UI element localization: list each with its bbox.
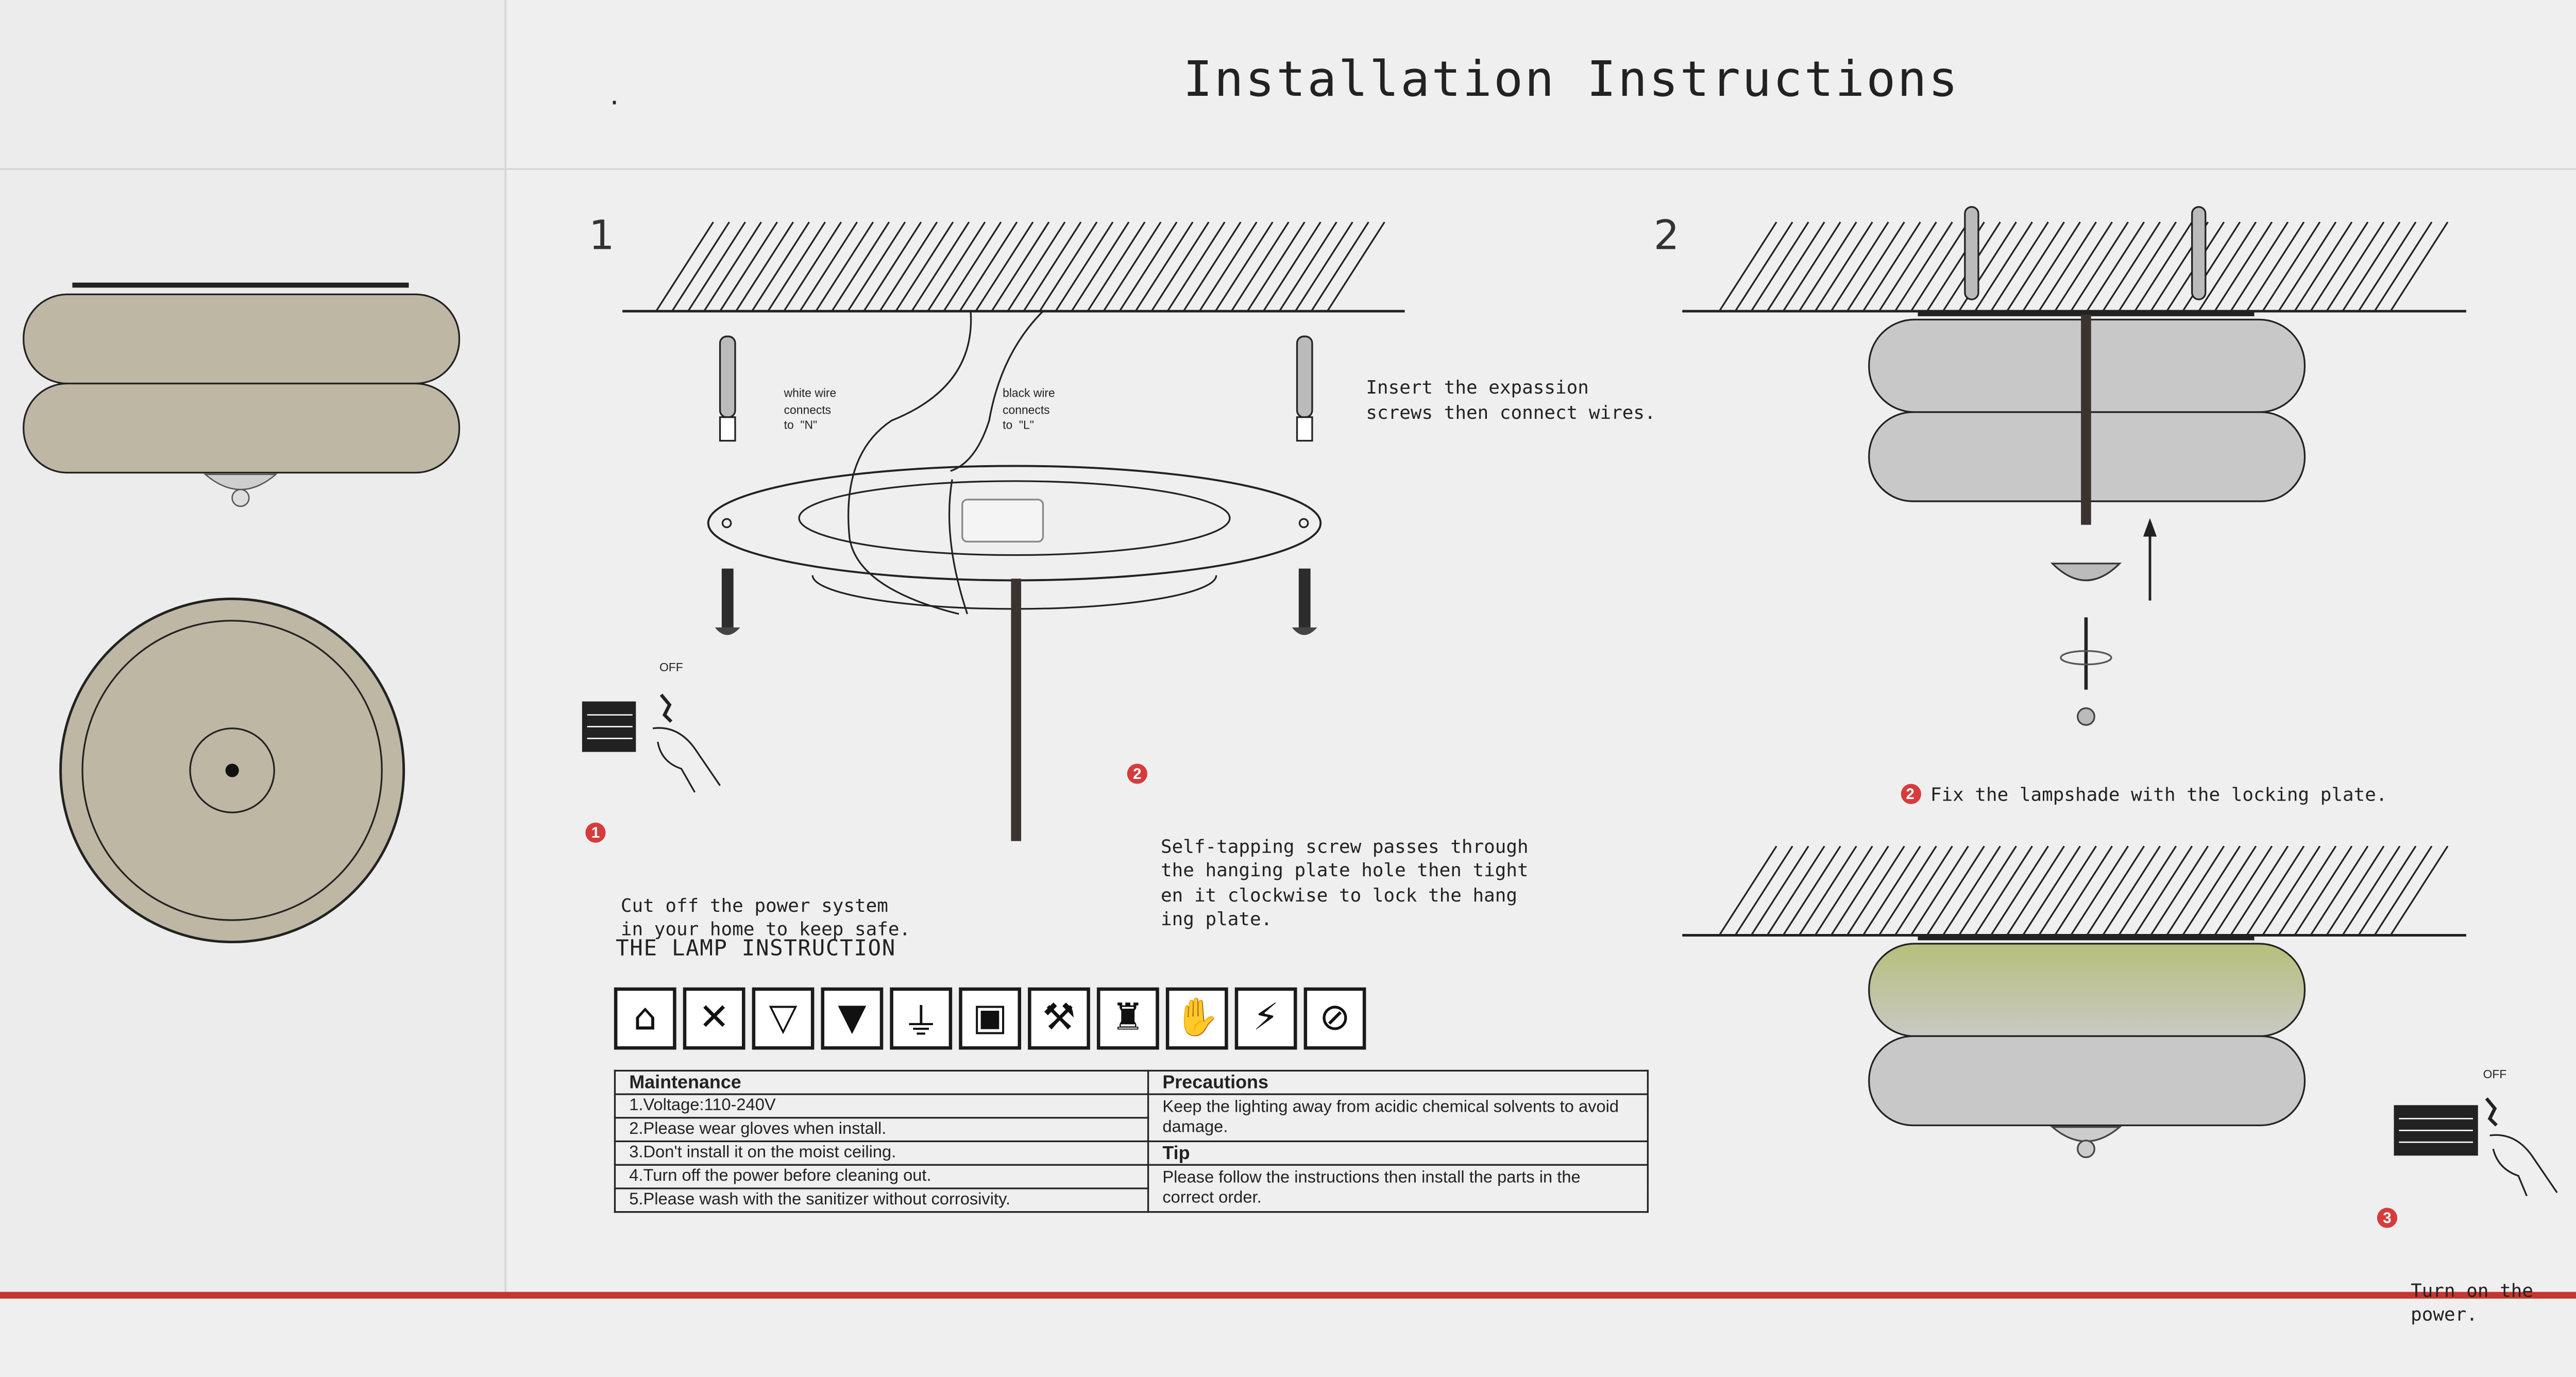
maintenance-item: 2.Please wear gloves when install.	[614, 1117, 1149, 1143]
black-wire-label: black wire connects to "L"	[1003, 388, 1055, 433]
step-badge: 2	[1127, 763, 1147, 784]
maintenance-item: 5.Please wash with the sanitizer without…	[614, 1187, 1149, 1213]
tip-header: Tip	[1147, 1140, 1649, 1166]
cut-power-note: Cut off the power system in your home to…	[620, 894, 911, 941]
class-triangle-icon: ▽	[752, 987, 815, 1050]
fix-lampshade-note: Fix the lampshade with the locking plate…	[1930, 783, 2387, 805]
cut-power-step: 1 Cut off the power system in your home …	[585, 821, 910, 991]
double-insulation-icon: ▣	[959, 987, 1022, 1050]
step-2-diagram	[1682, 206, 2466, 726]
earth-ground-icon: ⏚	[890, 987, 953, 1050]
installer-icon: ⚒	[1028, 987, 1090, 1050]
lamp-instruction-heading: THE LAMP INSTRUCTION	[616, 937, 896, 962]
header-dot: .	[607, 84, 622, 111]
maintenance-item: 3.Don't install it on the moist ceiling.	[614, 1140, 1149, 1166]
step-1-diagram: /* hatch generated below */	[622, 222, 1405, 841]
switch-on-hand-icon	[2394, 1097, 2558, 1197]
handling-icon: ✋	[1165, 987, 1228, 1050]
step-1-number: 1	[588, 212, 615, 259]
column-divider	[504, 0, 506, 1292]
precautions-header: Precautions	[1147, 1069, 1649, 1095]
header-divider	[0, 168, 2576, 170]
step-3-diagram	[1682, 845, 2466, 1159]
white-wire-label: white wire connects to "N"	[784, 388, 837, 433]
switch-off-label: OFF	[2483, 1069, 2507, 1082]
wiring-icon: ⚡	[1234, 987, 1297, 1050]
anchor-right	[1296, 335, 1313, 442]
maintenance-header: Maintenance	[614, 1069, 1149, 1095]
step-badge: 2	[1900, 783, 1921, 804]
safety-icons-row: ⌂✕▽▼⏚▣⚒♜✋⚡⊘	[614, 987, 1366, 1050]
page-title: Installation Instructions	[1183, 50, 1960, 108]
fix-lampshade-step: 2 Fix the lampshade with the locking plat…	[1856, 759, 2387, 832]
step-2-number: 2	[1653, 212, 1680, 259]
tip-text: Please follow the instructions then inst…	[1147, 1164, 1649, 1213]
screw-right	[1292, 568, 1317, 635]
step-badge: 1	[585, 822, 606, 843]
maintenance-item: 1.Voltage:110-240V	[614, 1093, 1149, 1119]
no-outdoor-icon: ✕	[683, 987, 745, 1050]
anchor-left	[719, 335, 736, 442]
no-disposal-icon: ⊘	[1303, 987, 1366, 1050]
screw-note: Self-tapping screw passes through the ha…	[1161, 835, 1529, 930]
switch-off-label: OFF	[659, 662, 683, 675]
insert-screws-note: Insert the expassion screws then connect…	[1366, 377, 1656, 423]
screw-step: 2 Self-tapping screw passes through the …	[1127, 762, 1529, 981]
indoor-use-icon: ⌂	[614, 987, 676, 1050]
class-triangle-double-icon: ▼	[821, 987, 884, 1050]
precautions-text: Keep the lighting away from acidic chemi…	[1147, 1093, 1649, 1143]
instruction-sheet: Installation Instructions . 1 /* hatch g…	[0, 0, 2576, 1325]
worker-icon: ♜	[1096, 987, 1159, 1050]
maintenance-item: 4.Turn off the power before cleaning out…	[614, 1164, 1149, 1189]
ceiling-hatch: /* hatch generated below */	[655, 222, 1385, 312]
step-badge: 3	[2377, 1208, 2398, 1228]
bottom-red-border	[0, 1291, 2576, 1299]
turn-on-power-step: 3 Turn on the power.	[2377, 1206, 2533, 1376]
turn-on-power-note: Turn on the power.	[2411, 1279, 2534, 1326]
switch-off-hand-icon	[582, 693, 721, 793]
lamp-bottom-view	[59, 597, 405, 944]
lamp-side-view	[23, 282, 461, 507]
screw-left	[715, 568, 740, 635]
